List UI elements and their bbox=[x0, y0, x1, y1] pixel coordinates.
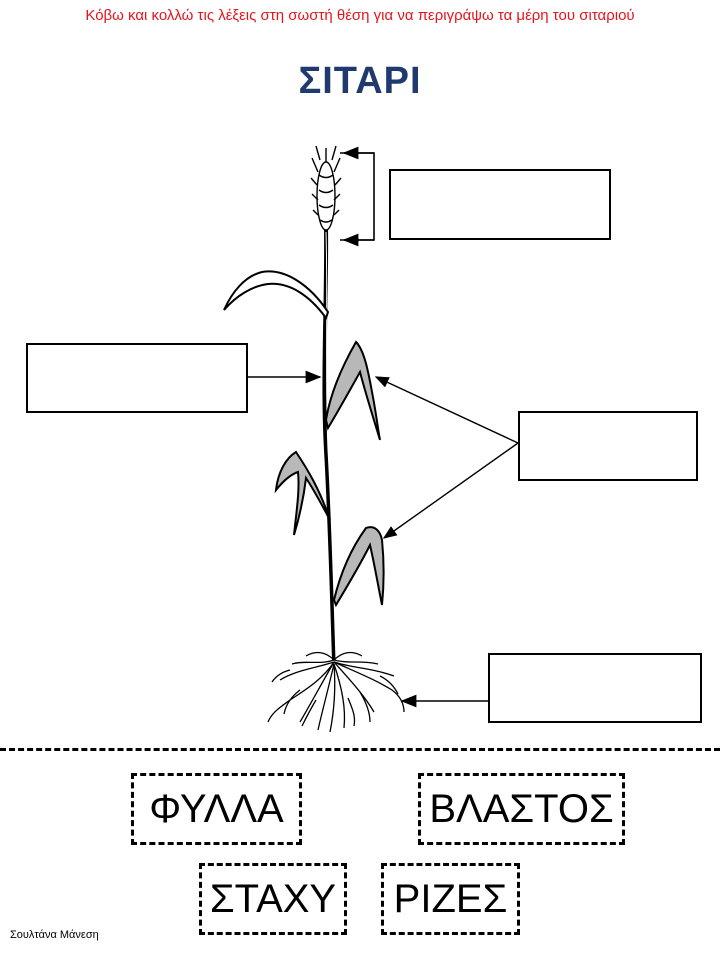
word-card-vlastos[interactable]: ΒΛΑΣΤΟΣ bbox=[418, 773, 625, 845]
word-card-fylla[interactable]: ΦΥΛΛΑ bbox=[131, 773, 302, 845]
pointer-leaves-upper bbox=[374, 376, 519, 444]
leaf-middle-right bbox=[324, 340, 381, 441]
page-title: ΣΙΤΑΡΙ bbox=[298, 60, 422, 102]
pointer-leaves-lower bbox=[382, 442, 519, 539]
leaf-lower-left bbox=[274, 450, 331, 536]
word-card-rizes[interactable]: ΡΙΖΕΣ bbox=[381, 863, 520, 935]
answer-box-ear[interactable] bbox=[389, 169, 611, 240]
wheat-roots bbox=[267, 651, 405, 733]
plant-stem bbox=[322, 227, 336, 661]
answer-box-roots[interactable] bbox=[488, 653, 702, 723]
answer-box-leaves[interactable] bbox=[518, 411, 698, 481]
word-card-stachy[interactable]: ΣΤΑΧΥ bbox=[199, 863, 347, 935]
answer-box-stem[interactable] bbox=[26, 343, 248, 413]
author-credit: Σουλτάνα Μάνεση bbox=[10, 929, 99, 941]
instruction-text: Κόβω και κολλώ τις λέξεις στη σωστή θέση… bbox=[85, 7, 635, 24]
pointer-ear bbox=[340, 152, 375, 241]
leaf-top bbox=[223, 270, 330, 321]
wheat-ear bbox=[310, 145, 342, 231]
cut-line bbox=[0, 748, 720, 751]
leaf-lower-right bbox=[332, 526, 385, 608]
